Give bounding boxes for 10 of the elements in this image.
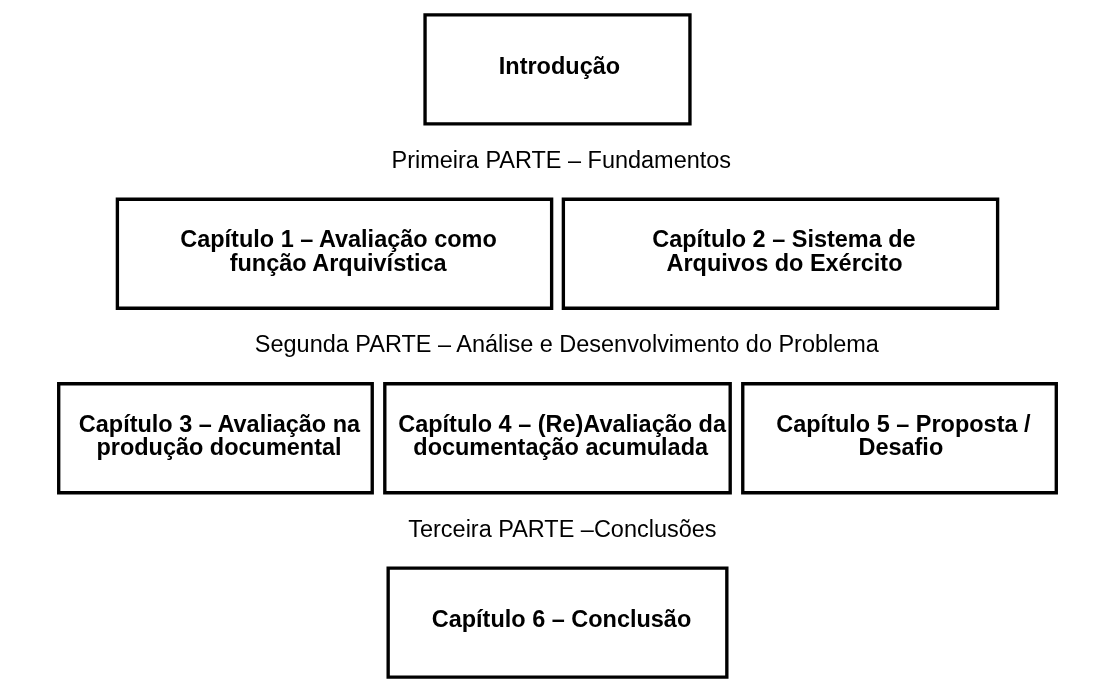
node-box: Capítulo 1 – Avaliação como função Arquivística [115, 197, 554, 310]
node-box: Capítulo 5 – Proposta / Desafio [741, 382, 1058, 495]
label: Terceira PARTE –Conclusões [408, 515, 717, 542]
node-box: Capítulo 3 – Avaliação na produção documental [57, 382, 374, 495]
label: Primeira PARTE – Fundamentos [391, 146, 732, 173]
node-box: Introdução [423, 13, 692, 126]
node-box: Capítulo 6 – Conclusão [386, 566, 729, 679]
label: Segunda PARTE – Análise e Desenvolvimento do Problema [254, 331, 879, 358]
node-box: Capítulo 4 – (Re)Avaliação da documentação acumulada [383, 382, 732, 495]
node-box: Capítulo 2 – Sistema de Arquivos do Exército [561, 197, 1000, 310]
